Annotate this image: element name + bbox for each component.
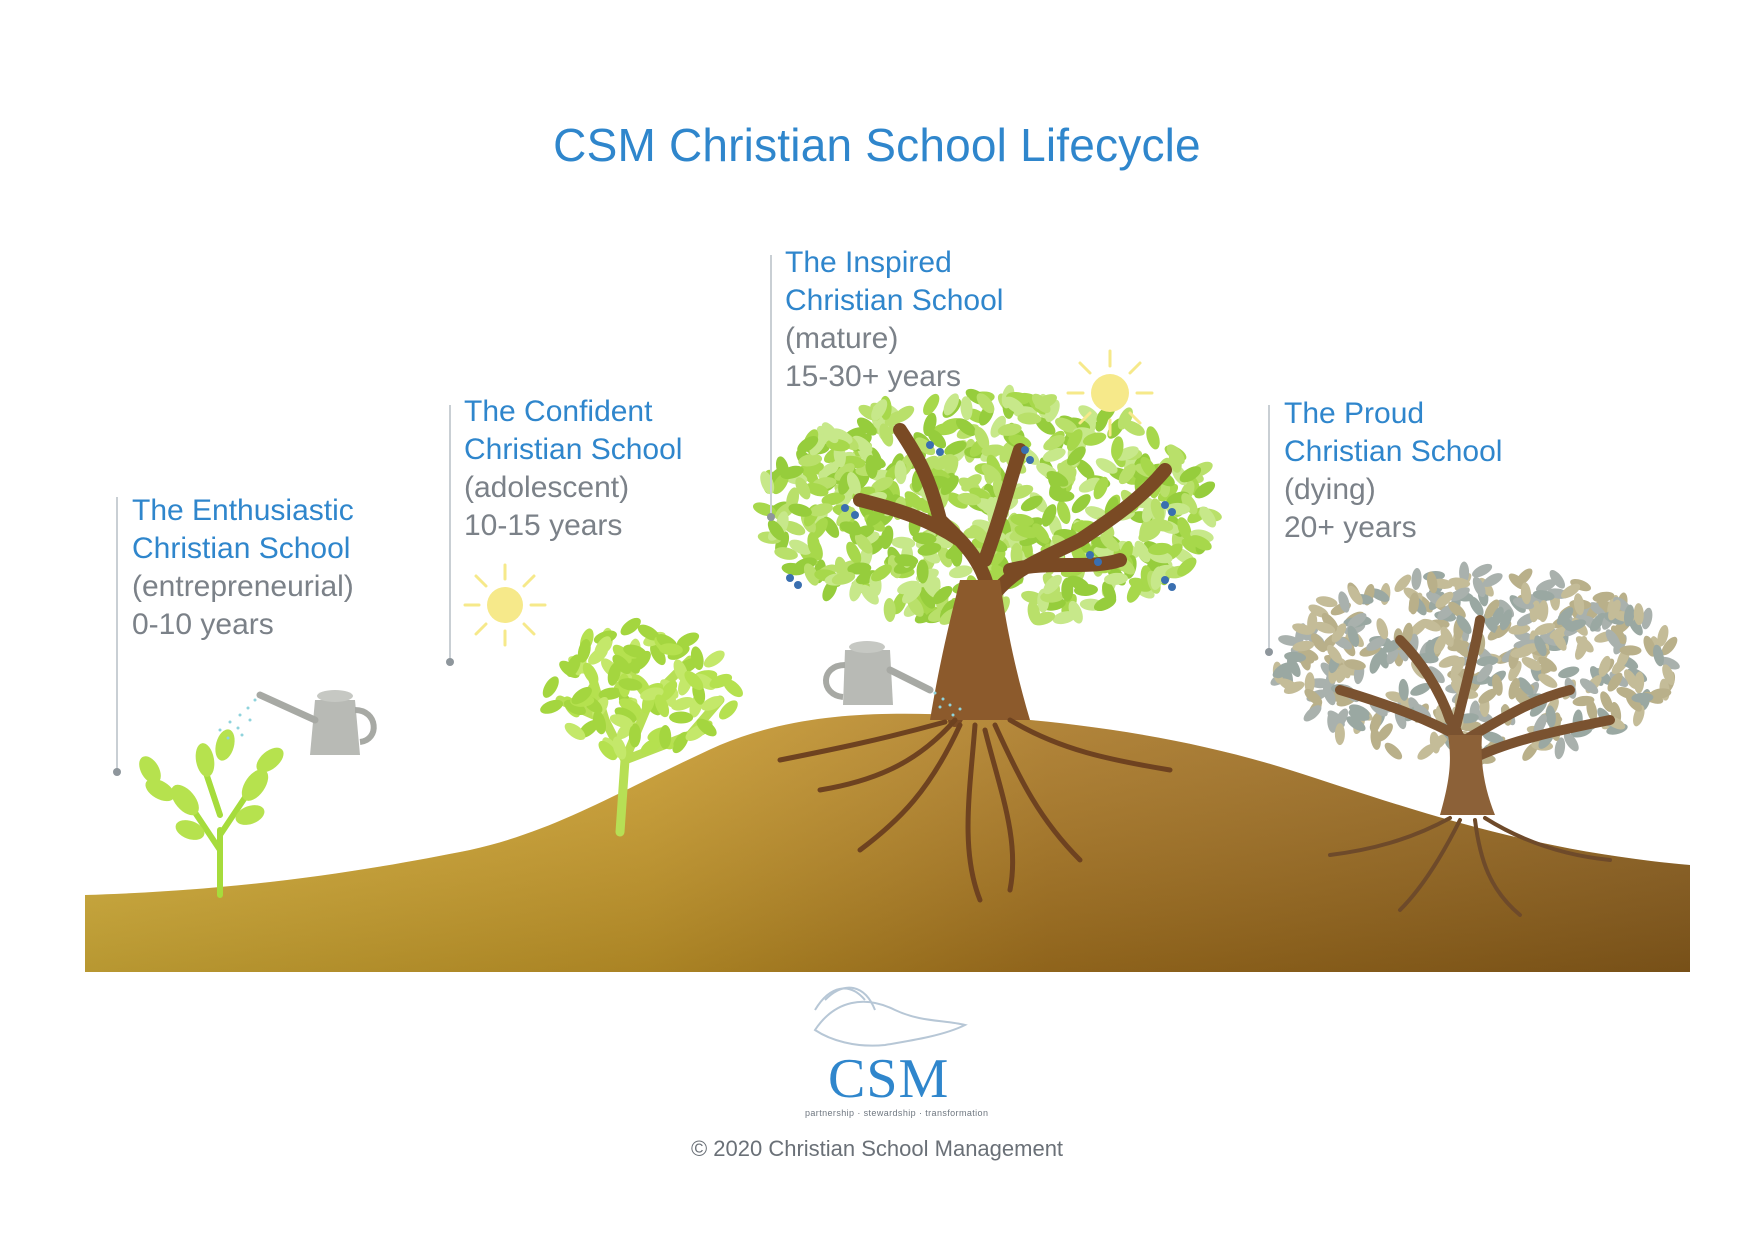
stage-name: Christian School	[785, 282, 1003, 320]
sun-icon	[465, 565, 545, 645]
stage-name: Christian School	[1284, 433, 1502, 471]
stage-years: 20+ years	[1284, 509, 1502, 547]
stage-name: The Inspired	[785, 244, 1003, 282]
stage-label-proud: The Proud Christian School (dying) 20+ y…	[1284, 395, 1502, 547]
pin-line	[770, 255, 772, 515]
leaf	[669, 711, 693, 723]
pin-line	[1268, 405, 1270, 650]
stage-name: Christian School	[464, 431, 682, 469]
leaf	[1411, 568, 1423, 591]
stage-phase: (adolescent)	[464, 469, 682, 507]
pin-dot	[113, 768, 121, 776]
stage-name: Christian School	[132, 530, 354, 568]
stage-label-inspired: The Inspired Christian School (mature) 1…	[785, 244, 1003, 396]
stage-years: 0-10 years	[132, 606, 354, 644]
stage-years: 15-30+ years	[785, 358, 1003, 396]
logo-tagline: partnership · stewardship · transformati…	[805, 1108, 988, 1118]
stage-years: 10-15 years	[464, 507, 682, 545]
pin-dot	[446, 658, 454, 666]
stage-phase: (entrepreneurial)	[132, 568, 354, 606]
stage-name: The Enthusiastic	[132, 492, 354, 530]
dove-logo-icon	[815, 988, 965, 1046]
pin-line	[449, 405, 451, 660]
stage-name: The Confident	[464, 393, 682, 431]
stage-name: The Proud	[1284, 395, 1502, 433]
watering-can-icon	[219, 690, 374, 755]
leaf	[701, 647, 728, 671]
sun-icon	[1068, 351, 1152, 435]
logo-wordmark: CSM	[828, 1047, 949, 1111]
copyright-text: © 2020 Christian School Management	[0, 1136, 1754, 1162]
leaf	[1335, 723, 1345, 745]
stage-label-enthusiastic: The Enthusiastic Christian School (entre…	[132, 492, 354, 644]
stage-label-confident: The Confident Christian School (adolesce…	[464, 393, 682, 545]
stage-phase: (dying)	[1284, 471, 1502, 509]
leaf	[1144, 425, 1162, 451]
stage-phase: (mature)	[785, 320, 1003, 358]
sapling-plant	[135, 727, 288, 895]
pin-dot	[1265, 648, 1273, 656]
leaf	[1382, 740, 1405, 762]
pin-line	[116, 497, 118, 769]
pin-dot	[767, 513, 775, 521]
